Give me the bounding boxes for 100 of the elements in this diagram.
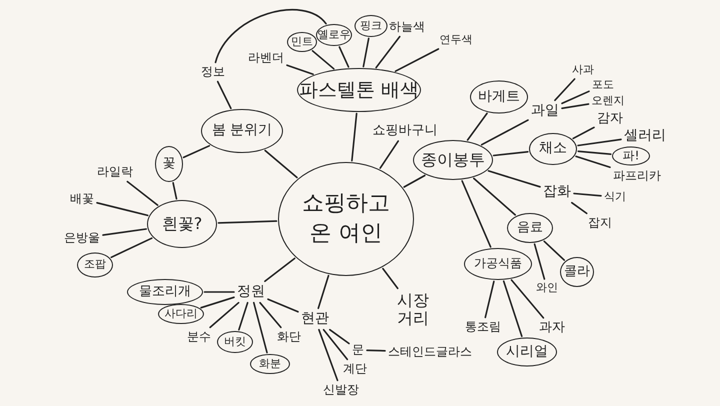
connector-line [502,280,523,338]
topic-oval: 흰꽃? [147,200,217,248]
branch-word: 분수 [187,330,211,344]
connector-line [218,220,278,224]
connector-line [362,38,370,68]
topic-oval: 가공식품 [464,248,532,280]
connector-line [577,138,622,146]
topic-oval: 화분 [250,354,290,374]
branch-word: 연두색 [440,34,472,46]
connector-line [264,150,298,178]
branch-word: 잡화 [543,184,571,200]
connector-line [461,180,492,248]
topic-oval: 핑크 [354,15,388,37]
connector-line [575,156,611,168]
curved-connector [214,8,327,64]
connector-line [473,178,516,216]
connector-line [510,279,544,319]
connector-line [571,202,588,214]
branch-word: 셀러리 [624,128,666,144]
connector-line [351,112,358,162]
connector-line [126,180,158,206]
connector-line [484,280,495,318]
connector-line [267,298,299,313]
connector-line [318,274,330,310]
connector-line [573,192,602,197]
topic-oval: 시리얼 [497,338,557,366]
topic-oval: 종이봉투 [413,140,493,180]
connector-line [488,170,541,188]
connector-line [259,302,282,328]
branch-word: 오렌지 [592,94,624,108]
connector-line [253,302,268,354]
connector-line [338,46,350,68]
connector-line [366,350,386,352]
connector-line [209,302,240,328]
branch-word: 계단 [343,362,367,376]
branch-word: 포도 [592,78,614,92]
connector-line [480,119,529,146]
connector-line [200,296,235,308]
branch-word: 정원 [237,284,265,300]
connector-line [322,328,348,360]
topic-oval: 바게트 [470,80,528,114]
branch-word: 라벤더 [248,51,284,65]
branch-word: 사과 [572,64,594,76]
connector-line [375,36,400,68]
connector-line [182,145,210,158]
topic-oval: 파! [612,146,650,166]
branch-word: 과자 [539,320,565,336]
topic-oval: 민트 [287,32,317,52]
branch-word: 배꽃 [70,192,94,206]
connector-line [492,151,529,156]
branch-word: 쇼핑바구니 [372,124,438,138]
branch-word: 과일 [531,103,559,119]
branch-word: 식기 [604,190,626,204]
connector-line [329,328,350,344]
connector-line [318,328,338,382]
branch-word: 스테인드글라스 [388,345,472,359]
connector-line [554,78,576,102]
topic-oval: 음료 [507,213,553,243]
topic-oval: 채소 [529,133,577,165]
branch-word: 은방울 [64,231,100,245]
branch-word: 통조림 [465,320,501,334]
branch-word: 문 [352,343,364,357]
connector-line [216,80,232,110]
connector-line [204,291,235,293]
connector-line [286,64,314,75]
branch-word: 정보 [201,65,225,79]
connector-line [312,50,335,70]
topic-oval: 파스텔톤 배색 [297,68,421,112]
central-circle: 쇼핑하고 온 여인 [278,162,414,276]
connector-line [264,258,296,282]
connector-line [379,140,399,169]
topic-oval: 콜라 [560,257,594,287]
branch-word: 시장 거리 [393,291,433,327]
branch-word: 신발장 [323,383,359,397]
connector-line [534,243,546,280]
topic-oval: 봄 분위기 [201,109,283,153]
connector-line [403,174,426,188]
branch-word: 잡지 [588,216,612,230]
connector-line [572,126,595,140]
branch-word: 감자 [597,112,623,126]
branch-word: 현관 [301,311,329,327]
connector-line [561,103,590,110]
connector-line [238,302,248,331]
connector-line [394,48,440,72]
connector-line [172,182,178,200]
branch-word: 와인 [536,282,558,294]
connector-line [543,240,565,261]
connector-line [102,228,147,236]
topic-oval: 사다리 [158,304,204,324]
connector-line [110,237,153,258]
topic-oval: 물조리개 [127,279,203,305]
connector-line [578,150,612,155]
branch-word: 라일락 [97,165,133,179]
topic-oval: 조팝 [77,252,113,278]
branch-word: 하늘색 [389,20,425,34]
branch-word: 파프리카 [613,169,661,183]
topic-oval: 버킷 [217,331,253,353]
branch-word: 화단 [277,330,301,344]
connector-line [96,202,148,216]
topic-oval: 옐로우 [316,24,352,46]
